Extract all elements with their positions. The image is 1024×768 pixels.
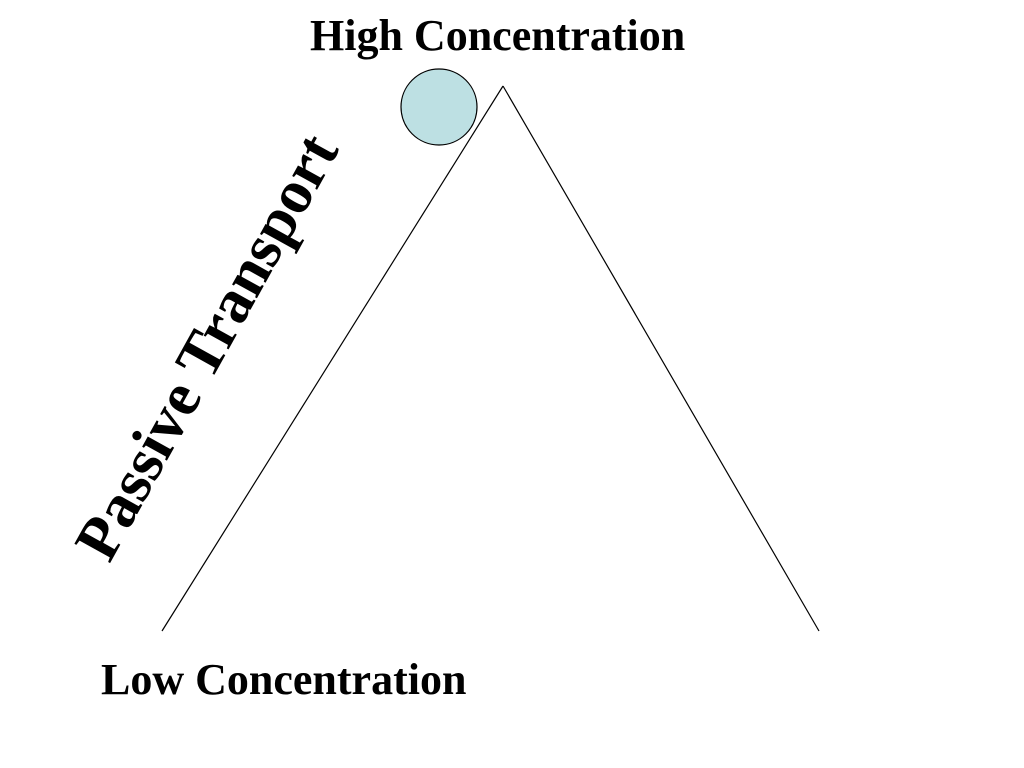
high-concentration-label: High Concentration xyxy=(310,11,686,60)
particle-circle xyxy=(400,68,478,146)
gradient-slope-left xyxy=(161,85,504,632)
low-concentration-label: Low Concentration xyxy=(101,655,467,704)
gradient-slope-right xyxy=(502,85,820,632)
